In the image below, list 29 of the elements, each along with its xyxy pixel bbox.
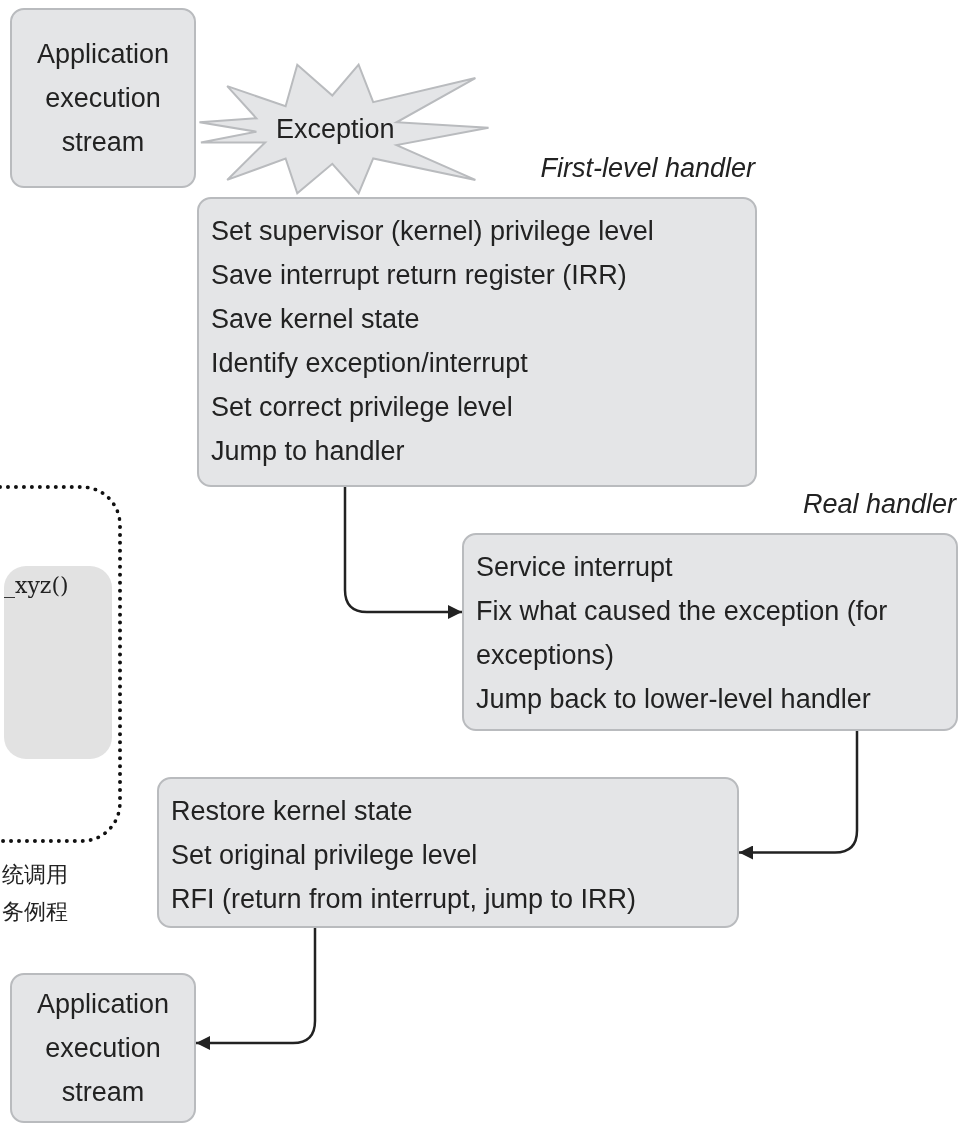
- function-name: _xyz(): [4, 572, 69, 600]
- step-text: Jump to handler: [211, 435, 406, 468]
- box-text: Application execution stream: [35, 38, 171, 159]
- arrow: [739, 731, 859, 860]
- exception-starburst: [198, 62, 490, 196]
- step-text: Set supervisor (kernel) privilege level: [211, 215, 655, 248]
- box-text: Exception: [276, 113, 395, 146]
- step-text: Jump back to lower-level handler: [476, 683, 872, 716]
- arrow: [196, 928, 317, 1050]
- step-text: Set correct privilege level: [211, 391, 514, 424]
- arrow: [343, 487, 462, 619]
- handler-heading: First-level handler: [540, 153, 755, 184]
- step-text: Identify exception/interrupt: [211, 347, 529, 380]
- process-box: [157, 777, 739, 928]
- step-text: Set original privilege level: [171, 839, 479, 872]
- step-text: Save kernel state: [211, 303, 421, 336]
- process-box: [10, 973, 196, 1123]
- caption-text: 统调用: [2, 861, 68, 889]
- caption-text: 务例程: [2, 898, 68, 926]
- process-box: [10, 8, 196, 188]
- step-text: Service interrupt: [476, 551, 674, 584]
- dotted-region: [0, 485, 122, 843]
- box-text: Application execution stream: [35, 988, 171, 1109]
- step-text: RFI (return from interrupt, jump to IRR): [171, 883, 638, 916]
- step-text: Restore kernel state: [171, 795, 414, 828]
- handler-heading: Real handler: [802, 489, 956, 520]
- step-text: Fix what caused the exception (for exceptions): [476, 595, 889, 672]
- process-box: [4, 566, 112, 759]
- step-text: Save interrupt return register (IRR): [211, 259, 628, 292]
